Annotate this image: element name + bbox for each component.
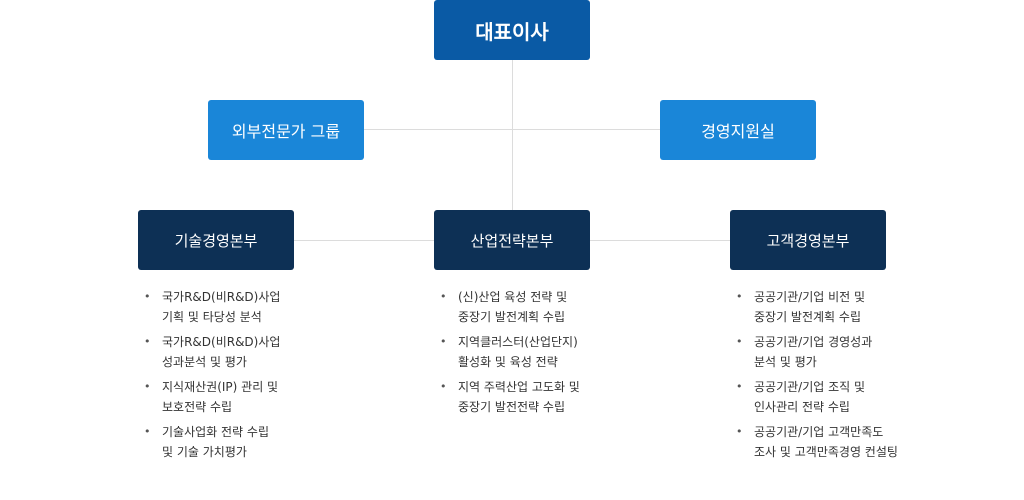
list-item: • 공공기관/기업 고객만족도 조사 및 고객만족경영 컨설팅 [732,422,1002,462]
task-text: (신)산업 육성 전략 및 중장기 발전계획 수립 [458,290,568,324]
bullet-icon: • [144,380,151,393]
list-item: • 지역클러스터(산업단지) 활성화 및 육성 전략 [436,332,666,372]
division-industrial-strategy-tasks: • (신)산업 육성 전략 및 중장기 발전계획 수립 • 지역클러스터(산업단지)… [436,287,666,422]
task-text: 지역 주력산업 고도화 및 중장기 발전전략 수립 [458,380,580,414]
external-expert-group-box: 외부전문가 그룹 [208,100,364,160]
list-item: • 공공기관/기업 비전 및 중장기 발전계획 수립 [732,287,1002,327]
task-text: 공공기관/기업 조직 및 인사관리 전략 수립 [754,380,866,414]
bullet-icon: • [440,380,447,393]
connector-staff-horizontal [364,129,660,130]
list-item: • 지식재산권(IP) 관리 및 보호전략 수립 [140,377,360,417]
task-text: 공공기관/기업 고객만족도 조사 및 고객만족경영 컨설팅 [754,425,898,459]
task-text: 지식재산권(IP) 관리 및 보호전략 수립 [162,380,279,414]
task-text: 공공기관/기업 경영성과 분석 및 평가 [754,335,873,369]
management-support-office-box: 경영지원실 [660,100,816,160]
list-item: • 국가R&D(비R&D)사업 기획 및 타당성 분석 [140,287,360,327]
bullet-icon: • [144,425,151,438]
division-customer-management-box: 고객경영본부 [730,210,886,270]
bullet-icon: • [440,290,447,303]
division-technology-management-box: 기술경영본부 [138,210,294,270]
bullet-icon: • [736,425,743,438]
task-text: 공공기관/기업 비전 및 중장기 발전계획 수립 [754,290,866,324]
list-item: • 공공기관/기업 경영성과 분석 및 평가 [732,332,1002,372]
task-text: 지역클러스터(산업단지) 활성화 및 육성 전략 [458,335,578,369]
list-item: • 기술사업화 전략 수립 및 기술 가치평가 [140,422,360,462]
division-customer-management-tasks: • 공공기관/기업 비전 및 중장기 발전계획 수립 • 공공기관/기업 경영성과 … [732,287,1002,467]
list-item: • 공공기관/기업 조직 및 인사관리 전략 수립 [732,377,1002,417]
bullet-icon: • [440,335,447,348]
ceo-box: 대표이사 [434,0,590,60]
task-text: 국가R&D(비R&D)사업 기획 및 타당성 분석 [162,290,281,324]
connector-ceo-vertical [512,60,513,210]
bullet-icon: • [736,335,743,348]
bullet-icon: • [144,290,151,303]
list-item: • 지역 주력산업 고도화 및 중장기 발전전략 수립 [436,377,666,417]
division-technology-management-tasks: • 국가R&D(비R&D)사업 기획 및 타당성 분석 • 국가R&D(비R&D)사… [140,287,360,467]
list-item: • 국가R&D(비R&D)사업 성과분석 및 평가 [140,332,360,372]
task-text: 기술사업화 전략 수립 및 기술 가치평가 [162,425,269,459]
bullet-icon: • [736,380,743,393]
division-industrial-strategy-box: 산업전략본부 [434,210,590,270]
bullet-icon: • [736,290,743,303]
task-text: 국가R&D(비R&D)사업 성과분석 및 평가 [162,335,281,369]
list-item: • (신)산업 육성 전략 및 중장기 발전계획 수립 [436,287,666,327]
bullet-icon: • [144,335,151,348]
